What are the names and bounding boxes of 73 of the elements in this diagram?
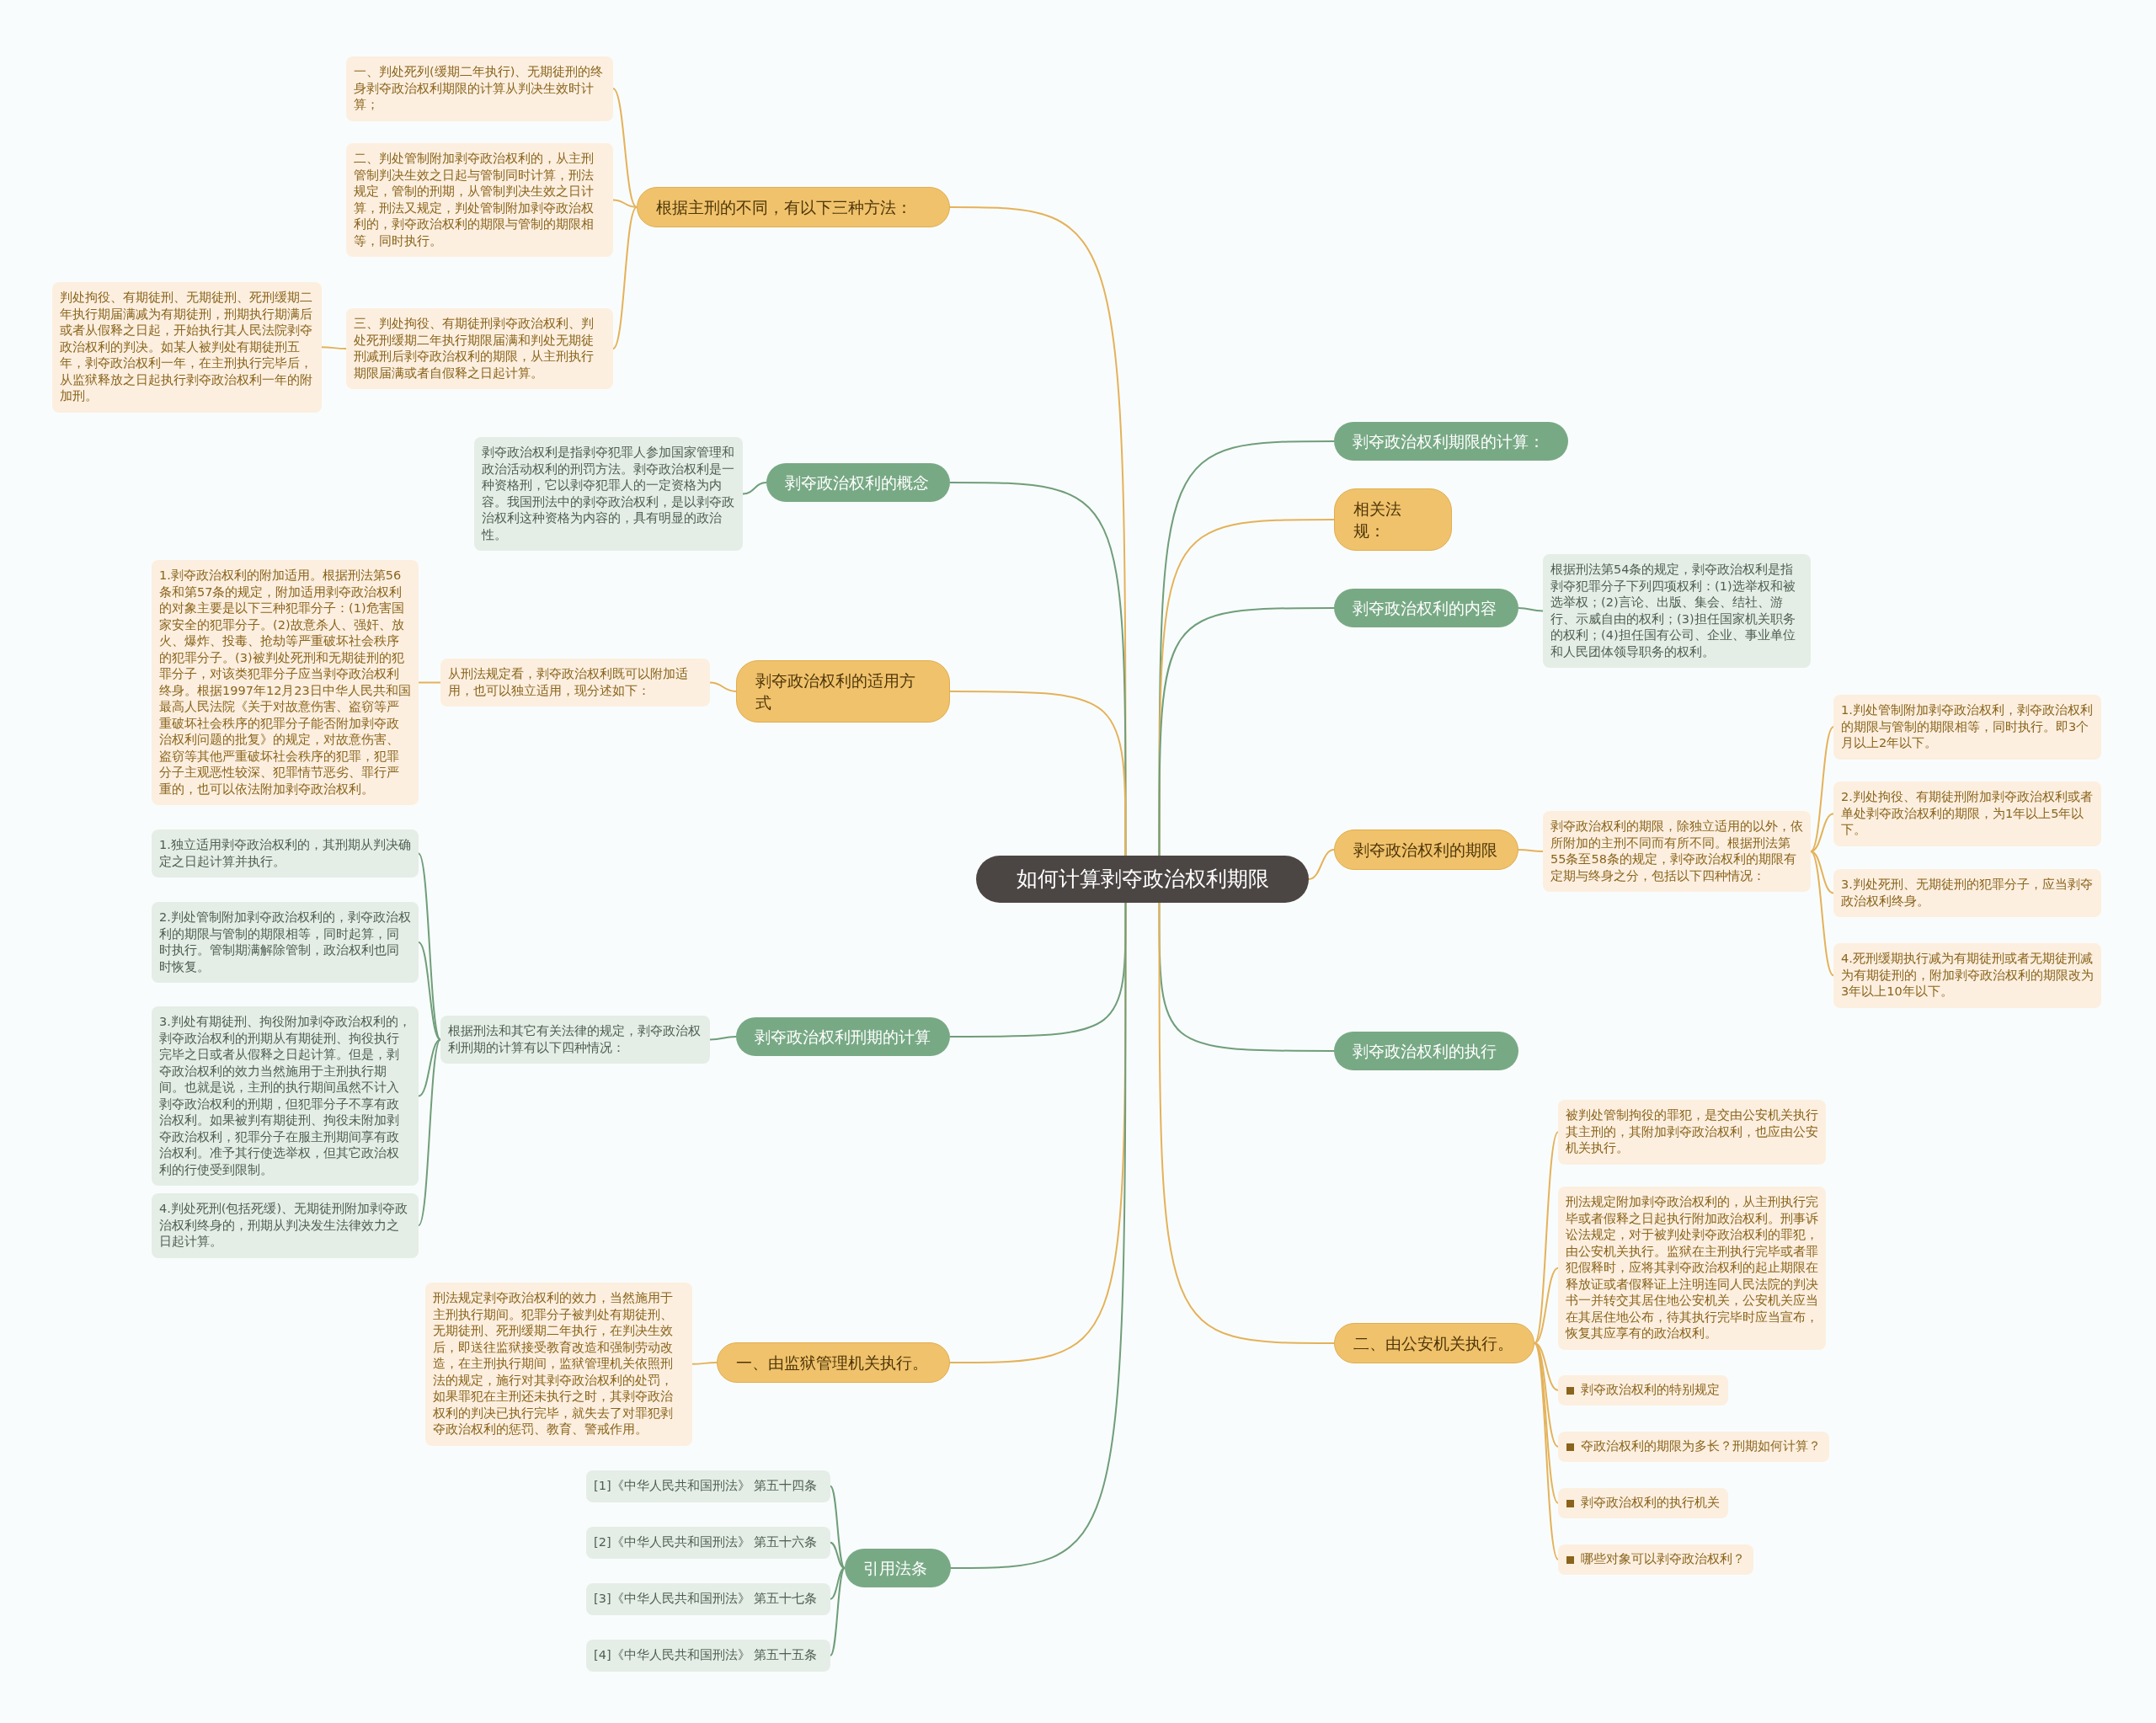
link-item: 剥夺政治权利的特别规定	[1558, 1375, 1728, 1406]
link-item: 夺政治权利的期限为多长？刑期如何计算？	[1558, 1432, 1829, 1462]
connector	[1308, 849, 1335, 880]
central-topic: 如何计算剥夺政治权利期限	[976, 856, 1309, 903]
connector	[1158, 607, 1335, 856]
connector	[949, 691, 1127, 856]
branch-topic: 剥夺政治权利期限的计算：	[1334, 422, 1568, 461]
branch-topic: 剥夺政治权利的期限	[1334, 829, 1518, 870]
branch-topic: 剥夺政治权利的执行	[1334, 1032, 1518, 1070]
connector	[418, 681, 441, 684]
connector	[830, 1567, 846, 1656]
note-box: 从刑法规定看，剥夺政治权利既可以附加适用，也可以独立适用，现分述如下：	[440, 659, 710, 707]
connector	[1158, 902, 1335, 1344]
connector	[612, 88, 638, 208]
note-box: 刑法规定附加剥夺政治权利的，从主刑执行完毕或者假释之日起执行附加政治权利。刑事诉讼法规定，对于被判处剥夺政治权利的罪犯，由公安机关执行。监狱在主刑执行完毕或者罪犯假释时，应将其剥夺政治权利的起止期限在释放证或者假释证上注明连同人民法院的判决书一并转交其居住地公安机关，公安机关应当在其居住地公布，待其执行完毕时应当宣布，恢复其应享有的政治权利。	[1558, 1187, 1826, 1350]
note-box: 剥夺政治权利是指剥夺犯罪人参加国家管理和政治活动权利的刑罚方法。剥夺政治权利是一种资格刑，它以剥夺犯罪人的一定资格为内容。我国刑法中的剥夺政治权利，是以剥夺政治权利这种资格为内容的，具有明显的政治性。	[474, 437, 743, 551]
note-box: 3.判处死刑、无期徒刑的犯罪分子，应当剥夺政治权利终身。	[1833, 869, 2101, 917]
branch-topic: 根据主刑的不同，有以下三种方法：	[637, 187, 950, 227]
note-box: 4.死刑缓期执行减为有期徒刑或者无期徒刑减为有期徒刑的，附加剥夺政治权利的期限改为3年以上10年以下。	[1833, 943, 2101, 1008]
connector	[1534, 1131, 1559, 1344]
note-box: 一、判处死列(缓期二年执行)、无期徒刑的终身剥夺政治权利期限的计算从判决生效时计算；	[346, 56, 613, 121]
branch-topic: 一、由监狱管理机关执行。	[717, 1342, 950, 1383]
connector	[1534, 1267, 1559, 1344]
connector	[830, 1567, 846, 1600]
connector	[1518, 849, 1544, 852]
connector	[418, 1038, 441, 1227]
branch-topic: 剥夺政治权利的概念	[766, 463, 950, 502]
branch-topic: 剥夺政治权利的适用方式	[736, 660, 950, 723]
connector	[830, 1485, 846, 1569]
connector	[612, 206, 638, 349]
connector	[742, 482, 767, 495]
note-box: [2]《中华人民共和国刑法》 第五十六条	[586, 1527, 830, 1559]
connector	[1810, 851, 1834, 894]
connector	[830, 1541, 846, 1569]
connector	[1810, 726, 1834, 852]
note-box: 剥夺政治权利的期限，除独立适用的以外，依所附加的主刑不同而有所不同。根据刑法第55条至58条的规定，剥夺政治权利的期限有定期与终身之分，包括以下四种情况：	[1543, 811, 1811, 892]
connector	[321, 346, 347, 349]
note-box: 三、判处拘役、有期徒刑剥夺政治权利、判处死刑缓期二年执行期限届满和判处无期徒刑减刑后剥夺政治权利的期限，从主刑执行期限届满或者自假释之日起计算。	[346, 308, 613, 389]
connector	[418, 1038, 441, 1097]
note-box: [3]《中华人民共和国刑法》 第五十七条	[586, 1583, 830, 1615]
connector	[950, 902, 1127, 1569]
note-box: 4.判处死刑(包括死缓)、无期徒刑附加剥夺政治权利终身的，刑期从判决发生法律效力之日起计算。	[152, 1193, 419, 1258]
connector	[612, 199, 638, 208]
connector	[1810, 813, 1834, 852]
connector	[1534, 1342, 1559, 1560]
note-box: 1.独立适用剥夺政治权利的，其刑期从判决确定之日起计算并执行。	[152, 829, 419, 878]
note-box: 1.判处管制附加剥夺政治权利，剥夺政治权利的期限与管制的期限相等，同时执行。即3个月以上2年以下。	[1833, 695, 2101, 760]
note-box: 2.判处管制附加剥夺政治权利的，剥夺政治权利的期限与管制的期限相等，同时起算，同时执行。管制期满解除管制，政治权利也同时恢复。	[152, 902, 419, 983]
connector	[1810, 851, 1834, 977]
branch-topic: 引用法条	[845, 1549, 951, 1587]
note-box: [4]《中华人民共和国刑法》 第五十五条	[586, 1640, 830, 1672]
note-box: 根据刑法和其它有关法律的规定，剥夺政治权利刑期的计算有以下四种情况：	[440, 1016, 710, 1064]
link-item: 剥夺政治权利的执行机关	[1558, 1488, 1728, 1518]
note-box: 判处拘役、有期徒刑、无期徒刑、死刑缓期二年执行期届满减为有期徒刑，刑期执行期满后或者从假释之日起，开始执行其人民法院剥夺政治权利的判决。如某人被判处有期徒刑五年，剥夺政治权利一年，在主刑执行完毕后，从监狱释放之日起执行剥夺政治权利一年的附加刑。	[52, 282, 322, 413]
note-box: 1.剥夺政治权利的附加适用。根据刑法第56条和第57条的规定，附加适用剥夺政治权利的对象主要是以下三种犯罪分子：(1)危害国家安全的犯罪分子。(2)故意杀人、强奸、放火、爆炸、投毒、抢劫等严重破坏社会秩序的犯罪分子。(3)被判处死刑和无期徒刑的犯罪分子，对该类犯罪分子应当剥夺政治权利终身。根据1997年12月23日中华人民共和国最高人民法院《关于对故意伤害、盗窃等严重破坏社会秩序的犯罪分子能否附加剥夺政治权利问题的批复》的规定，对故意伤害、盗窃等其他严重破坏社会秩序的犯罪，犯罪分子主观恶性较深、犯罪情节恶劣、罪行严重的，也可以依法附加剥夺政治权利。	[152, 560, 419, 805]
branch-topic: 相关法规：	[1334, 488, 1452, 551]
note-box: 被判处管制拘役的罪犯，是交由公安机关执行其主刑的，其附加剥夺政治权利，也应由公安机关执行。	[1558, 1100, 1826, 1165]
branch-topic: 剥夺政治权利的内容	[1334, 589, 1518, 627]
note-box: 二、判处管制附加剥夺政治权利的，从主刑管制判决生效之日起与管制同时计算，刑法规定，管制的刑期，从管制判决生效之日计算，刑法又规定，判处管制附加剥夺政治权利的，剥夺政治权利的期限与管制的期限相等，同时执行。	[346, 143, 613, 257]
connector	[1518, 607, 1544, 612]
connector	[418, 852, 441, 1041]
connector	[709, 681, 737, 692]
note-box: [1]《中华人民共和国刑法》 第五十四条	[586, 1470, 830, 1502]
connector	[709, 1036, 737, 1041]
note-box: 3.判处有期徒刑、拘役附加剥夺政治权利的，剥夺政治权利的刑期从有期徒刑、拘役执行完毕之日或者从假释之日起计算。但是，剥夺政治权利的效力当然施用于主刑执行期间。也就是说，主刑的执行期间虽然不计入剥夺政治权利的刑期，但犯罪分子不享有政治权利。如果被判有期徒刑、拘役未附加剥夺政治权利，犯罪分子在服主刑期间享有政治权利。准予其行使选举权，但其它政治权利的行使受到限制。	[152, 1006, 419, 1186]
note-box: 刑法规定剥夺政治权利的效力，当然施用于主刑执行期间。犯罪分子被判处有期徒刑、无期徒刑、死刑缓期二年执行，在判决生效后，即送往监狱接受教育改造和强制劳动改造，在主刑执行期间，监狱管理机关依照刑法的规定，施行对其剥夺政治权利的处罚，如果罪犯在主刑还未执行之时，其剥夺政治权利的判决已执行完毕，就失去了对罪犯剥夺政治权利的惩罚、教育、警戒作用。	[425, 1283, 692, 1446]
note-box: 根据刑法第54条的规定，剥夺政治权利是指剥夺犯罪分子下列四项权利：(1)选举权和被选举权；(2)言论、出版、集会、结社、游行、示威自由的权利；(3)担任国家机关职务的权利；(4)担任国有公司、企业、事业单位和人民团体领导职务的权利。	[1543, 554, 1811, 668]
link-item: 哪些对象可以剥夺政治权利？	[1558, 1544, 1753, 1575]
connector	[691, 1362, 718, 1365]
branch-topic: 二、由公安机关执行。	[1334, 1323, 1534, 1363]
connector	[418, 942, 441, 1041]
branch-topic: 剥夺政治权利刑期的计算	[736, 1017, 950, 1056]
note-box: 2.判处拘役、有期徒刑附加剥夺政治权利或者单处剥夺政治权利的期限，为1年以上5年以下。	[1833, 781, 2101, 846]
